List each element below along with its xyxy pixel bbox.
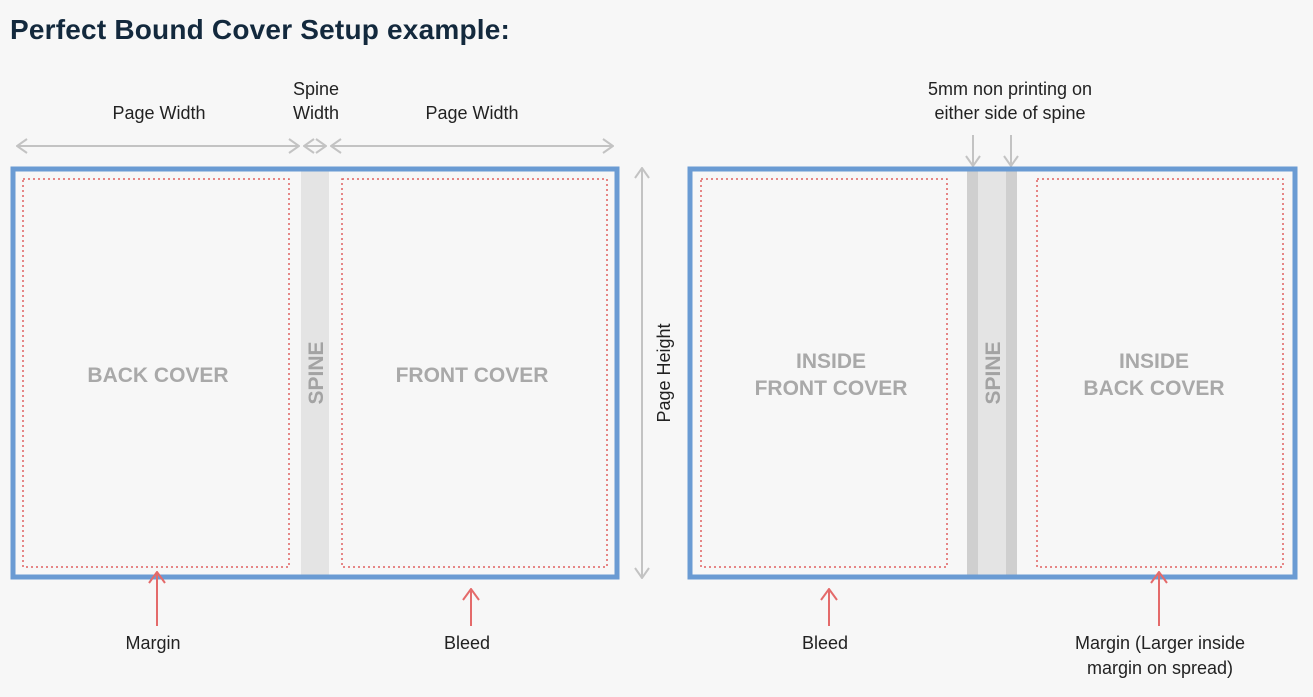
nonprint-zone-right [1006,169,1017,577]
spine-width-label-line1: Spine [293,79,339,99]
inside-bleed-callout-label: Bleed [802,633,848,653]
inside-margin-callout-line1: Margin (Larger inside [1075,633,1245,653]
inside-front-label-line2: FRONT COVER [755,377,908,400]
inside-front-label-line1: INSIDE [796,350,866,373]
spine-width-label-line2: Width [293,103,339,123]
inside-trim-border [687,166,1298,580]
page-title: Perfect Bound Cover Setup example: [10,14,511,45]
inside-margin-callout-line2: margin on spread) [1087,658,1233,678]
back-cover-margin [22,178,290,568]
back-cover-label: BACK COVER [87,364,228,387]
bleed-callout-label: Bleed [444,633,490,653]
inside-cover-diagram: 5mm non printing on either side of spine… [687,79,1298,678]
page-width-right-label: Page Width [425,103,518,123]
outside-cover-diagram: Page Width Spine Width Page Width BACK C… [10,79,674,653]
page-width-left-label: Page Width [112,103,205,123]
inside-back-label-line2: BACK COVER [1083,377,1224,400]
spine-label: SPINE [305,341,328,404]
margin-callout-label: Margin [125,633,180,653]
inside-back-label-line1: INSIDE [1119,350,1189,373]
nonprint-note-line2: either side of spine [934,103,1085,123]
trim-border [10,166,620,580]
spine-strip [301,169,329,577]
front-cover-label: FRONT COVER [396,364,549,387]
inside-front-margin [700,178,948,568]
nonprint-zone-left [967,169,978,577]
nonprint-note-line1: 5mm non printing on [928,79,1092,99]
inside-back-margin [1036,178,1284,568]
inside-spine-label: SPINE [982,341,1005,404]
page-height-label: Page Height [654,323,674,422]
front-cover-margin [341,178,608,568]
